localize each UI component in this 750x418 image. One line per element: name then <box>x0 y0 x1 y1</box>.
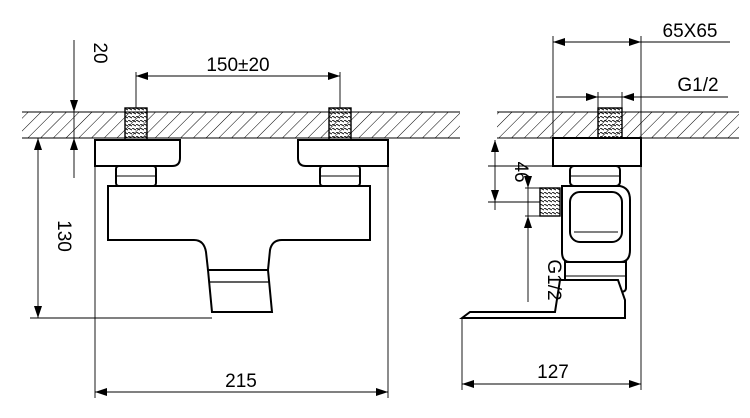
front-view: 150±20 20 130 215 <box>22 40 460 398</box>
side-view: 65X65 G1/2 46 G1/2 127 <box>459 21 739 390</box>
dim-thread-side-arrow-bottom <box>524 216 532 228</box>
dim-wall-label: 20 <box>89 42 110 63</box>
side-thread <box>597 107 623 141</box>
dim-height-arrow-bottom <box>34 306 42 318</box>
dim-width-arrow-right <box>376 388 388 396</box>
front-wall-hatch <box>22 112 460 138</box>
front-left-thread <box>124 107 148 141</box>
dim-flange-arrow-right <box>629 38 641 46</box>
side-handle <box>569 191 623 243</box>
dim-depth-arrow-right <box>629 380 641 388</box>
dim-wall-arrow-top <box>70 100 78 112</box>
dim-spacing-arrow-left <box>136 72 148 80</box>
dim-wall-arrow-bottom <box>70 138 78 150</box>
dim-offset-arrow-bottom <box>491 190 499 202</box>
dim-flange-arrow-left <box>553 38 565 46</box>
dim-depth-arrow-left <box>462 380 474 388</box>
dim-offset-arrow-top <box>491 140 499 152</box>
dim-width-label: 215 <box>225 371 257 392</box>
front-spout <box>206 269 274 313</box>
dim-spacing-arrow-right <box>328 72 340 80</box>
dim-height-arrow-top <box>34 138 42 150</box>
dim-depth-label: 127 <box>537 362 569 383</box>
dim-spacing-label: 150±20 <box>206 55 269 76</box>
dim-thread-top-label: G1/2 <box>677 75 718 96</box>
dim-thread-side-arrow-top <box>524 176 532 188</box>
front-left-escutcheon <box>94 139 181 167</box>
front-right-escutcheon <box>297 139 389 167</box>
dim-flange-label: 65X65 <box>663 21 718 42</box>
side-spout <box>459 279 626 319</box>
front-right-thread <box>328 107 352 141</box>
side-flange <box>552 137 642 167</box>
dim-thread-top-arrow-right <box>622 93 634 101</box>
front-mixer-body <box>107 185 371 271</box>
side-outlet-thread <box>539 187 561 217</box>
dim-height-label: 130 <box>53 220 74 252</box>
dim-thread-side-label: G1/2 <box>543 259 564 300</box>
dim-thread-top-arrow-left <box>586 93 598 101</box>
dim-width-arrow-left <box>95 388 107 396</box>
